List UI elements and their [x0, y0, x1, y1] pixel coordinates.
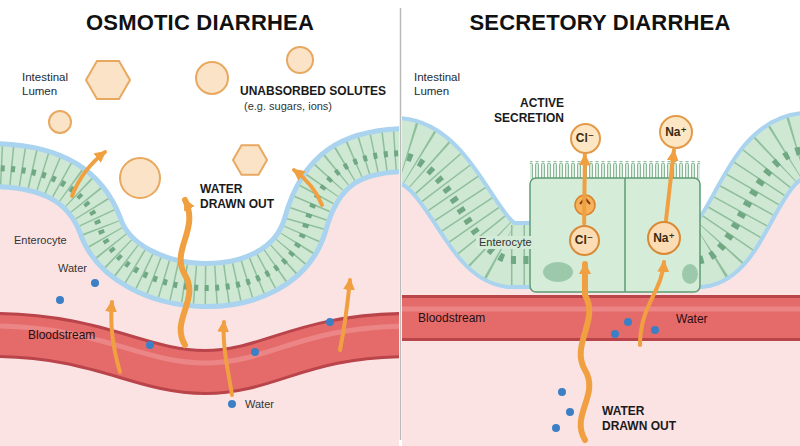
region-label: Intestinal Lumen — [22, 70, 94, 98]
process-label: WATER DRAWN OUT — [200, 182, 280, 211]
cell-label: Enterocyte — [14, 234, 67, 247]
annotation: UNABSORBED SOLUTES — [240, 84, 386, 99]
water-molecules — [56, 279, 334, 408]
tissue — [402, 145, 800, 446]
enterocytes — [530, 161, 700, 292]
molecule-label: Water — [676, 312, 708, 327]
process-label: ACTIVE SECRETION — [484, 96, 564, 125]
channel-symbol — [575, 195, 595, 215]
process-label: WATER DRAWN OUT — [602, 404, 682, 433]
panel-title: SECRETORY DIARRHEA — [469, 10, 730, 37]
molecule-label: Water — [245, 398, 274, 411]
ion-circle: Na⁺ — [647, 221, 681, 255]
vessel-label: Bloodstream — [418, 311, 485, 326]
region-label: Intestinal Lumen — [414, 70, 486, 98]
vessel-label: Bloodstream — [28, 328, 95, 343]
molecule-label: Water — [58, 262, 87, 275]
secretory-panel — [402, 145, 800, 446]
ion-circle: Cl⁻ — [569, 225, 600, 256]
osmotic-panel — [0, 47, 399, 446]
cell-label: Enterocyte — [476, 236, 535, 249]
annotation: (e.g. sugars, ions) — [244, 100, 332, 113]
epithelium — [0, 150, 399, 288]
solutes — [49, 47, 313, 198]
water-arrows — [72, 152, 350, 395]
ion-label: Cl⁻ — [575, 234, 593, 247]
tissue — [0, 150, 399, 446]
ion-label: Na⁺ — [653, 232, 675, 245]
ion-circle: Cl⁻ — [570, 123, 601, 154]
panel-title: OSMOTIC DIARRHEA — [86, 10, 314, 37]
panel-divider — [400, 8, 402, 440]
ion-circle: Na⁺ — [659, 115, 693, 149]
ion-label: Na⁺ — [665, 126, 687, 139]
secretion-arrow — [582, 154, 587, 223]
secretion-arrow — [666, 150, 674, 220]
ion-label: Cl⁻ — [576, 132, 594, 145]
